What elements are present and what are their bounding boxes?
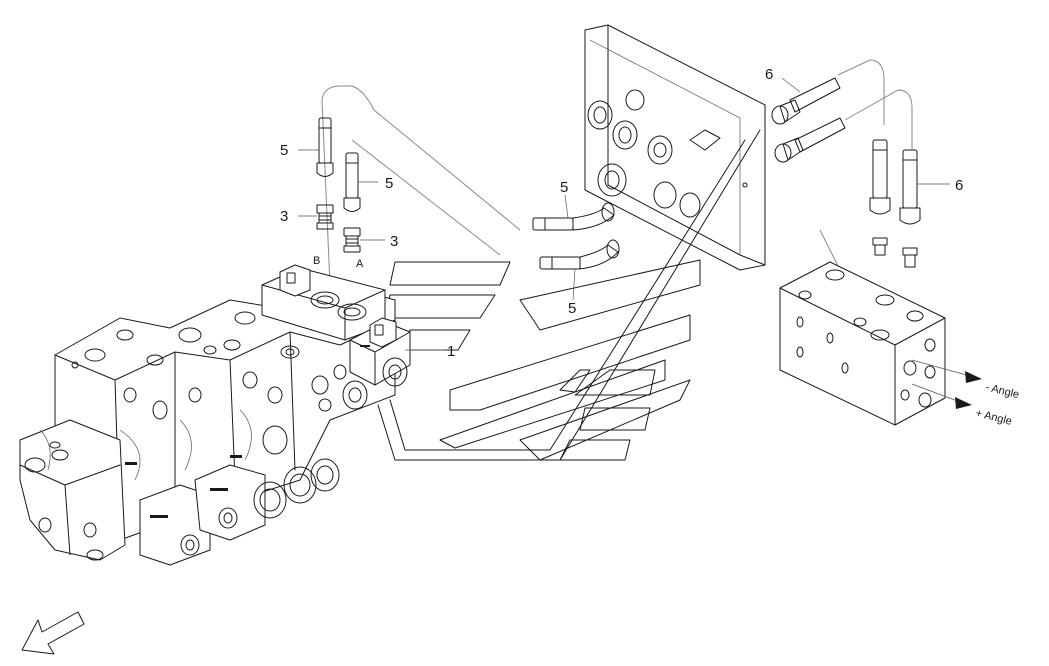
mounting-plate	[584, 24, 766, 271]
fitting-6-vertical-left	[869, 139, 891, 215]
direction-arrow-icon	[21, 611, 85, 655]
callout-5-elbow-lower: 5	[568, 300, 576, 317]
angle-arrows	[911, 359, 982, 409]
fitting-6-angled-upper	[771, 77, 841, 125]
callout-6-right: 6	[955, 177, 963, 194]
fitting-6-angled-lower	[774, 117, 846, 163]
elbow-fitting-5-lower	[539, 239, 620, 270]
elbow-fitting-5-upper	[532, 202, 615, 231]
angle-label-plus: + Angle	[974, 407, 1013, 428]
callout-5-center: 5	[385, 175, 393, 192]
valve-block-stack	[19, 284, 396, 566]
callout-3-center: 3	[390, 233, 398, 250]
fitting-5-center	[343, 152, 361, 212]
hose-path-chevrons	[377, 129, 761, 461]
port-label-a: A	[356, 258, 364, 270]
fitting-5-left	[316, 117, 334, 177]
solenoid-valve	[349, 317, 411, 387]
callout-1: 1	[447, 343, 455, 360]
callout-5-elbow-upper: 5	[560, 179, 568, 196]
callout-5-left: 5	[280, 142, 288, 159]
callout-3-left: 3	[280, 208, 288, 225]
adapters-right	[872, 237, 918, 268]
fitting-6-vertical-right	[899, 149, 921, 225]
valve-top-cap	[261, 264, 386, 341]
port-label-b: B	[313, 255, 320, 267]
adapter-3-left	[316, 204, 334, 230]
callout-6-upper: 6	[765, 66, 773, 83]
adapter-3-center	[343, 227, 361, 253]
right-valve-block	[779, 261, 946, 426]
angle-label-minus: - Angle	[984, 381, 1020, 401]
leader-lines	[298, 77, 950, 351]
